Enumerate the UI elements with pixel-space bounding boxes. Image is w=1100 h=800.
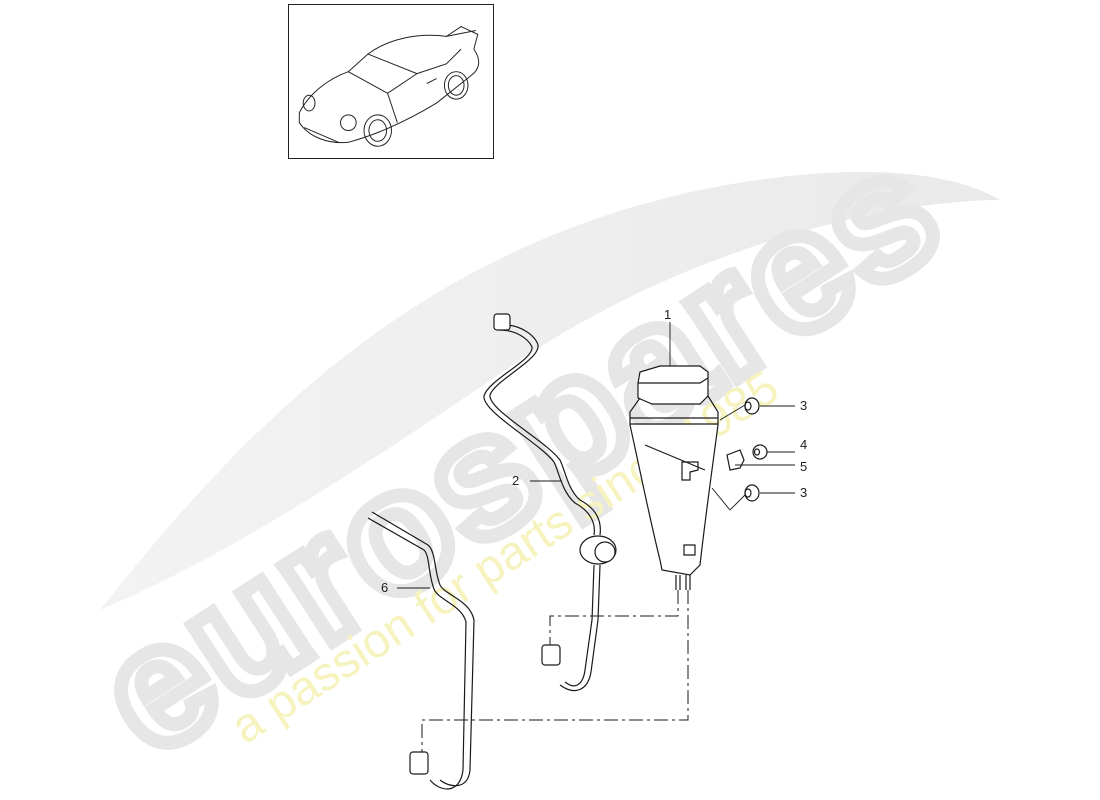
grommet-part-3-lower[interactable] — [744, 484, 760, 502]
callout-1[interactable]: 1 — [664, 307, 672, 322]
callout-6[interactable]: 6 — [381, 580, 389, 595]
callout-3-lower[interactable]: 3 — [800, 485, 808, 500]
grommet-part-3-upper[interactable] — [744, 397, 760, 415]
callout-4[interactable]: 4 — [800, 437, 808, 452]
line-part-2[interactable] — [483, 313, 617, 692]
callout-2[interactable]: 2 — [512, 473, 520, 488]
line-part-6[interactable] — [367, 511, 475, 790]
car-icon — [298, 26, 480, 147]
callout-5[interactable]: 5 — [800, 459, 808, 474]
canister-part-1[interactable] — [629, 365, 719, 590]
clip-part-5[interactable] — [726, 449, 745, 471]
callout-3-upper[interactable]: 3 — [800, 398, 808, 413]
vehicle-thumbnail[interactable] — [288, 4, 494, 159]
nut-part-4[interactable] — [752, 444, 768, 460]
